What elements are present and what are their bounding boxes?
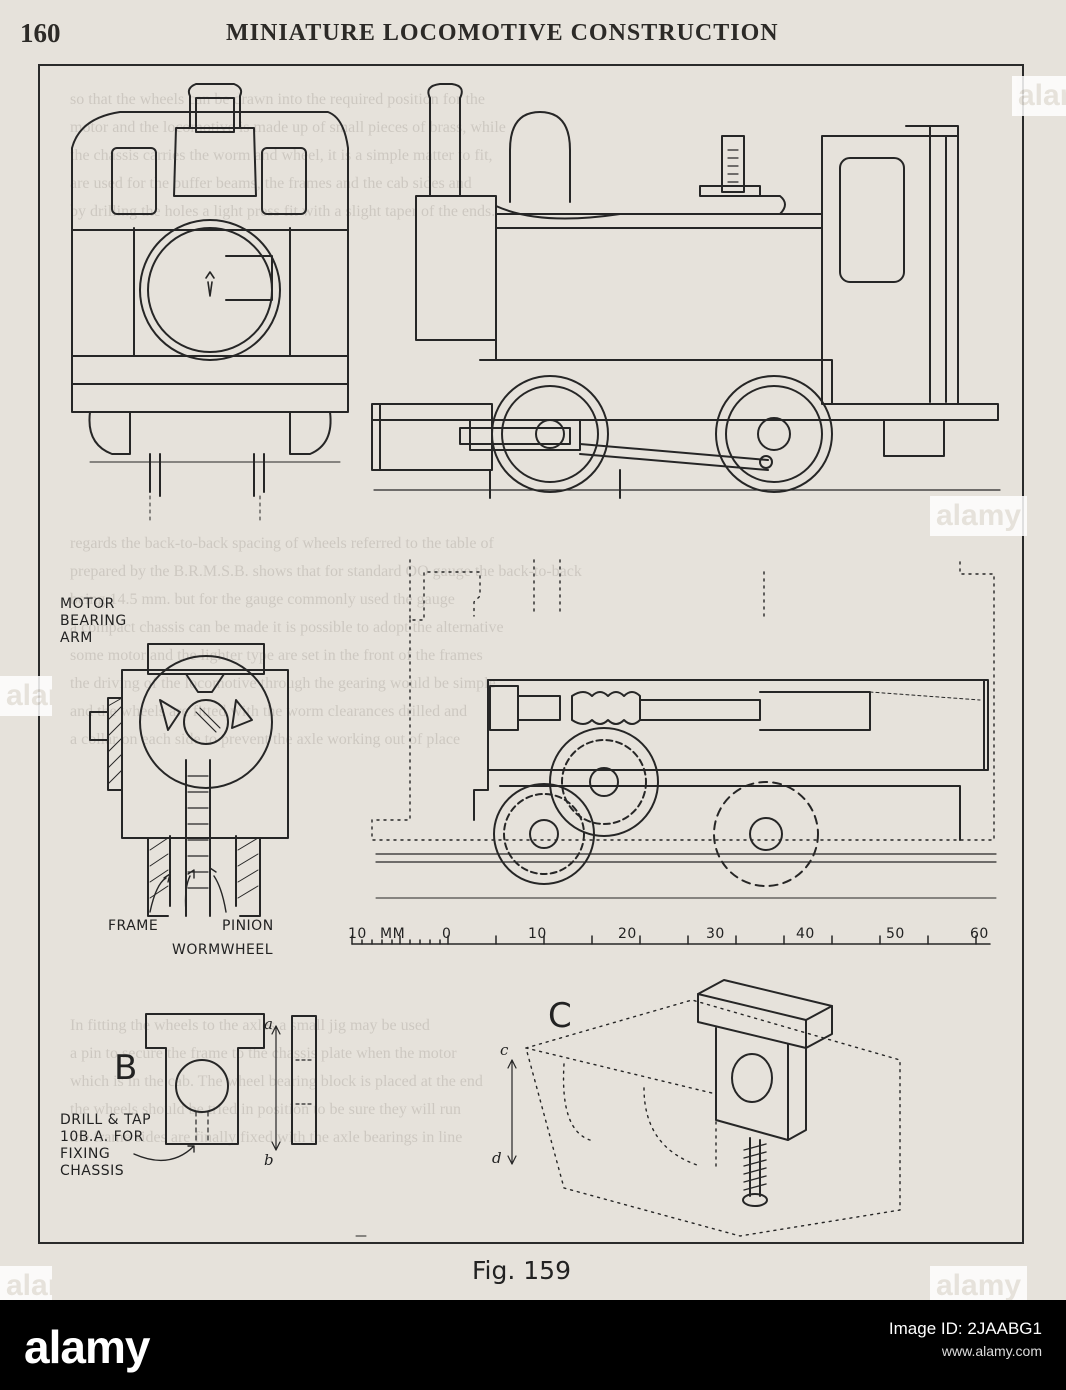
figure-caption: Fig. 159 — [472, 1256, 571, 1285]
watermark: alamy — [930, 1266, 1028, 1300]
scale-tick-20: 20 — [618, 926, 637, 942]
wormwheel-label: WORMWHEEL — [172, 942, 274, 958]
frame-label: FRAME — [108, 918, 159, 934]
scale-bar — [351, 935, 991, 945]
view-b-label: B — [114, 1048, 138, 1088]
view-c-drawing — [507, 979, 901, 1237]
running-title: MINIATURE LOCOMOTIVE CONSTRUCTION — [226, 20, 779, 46]
technical-drawing — [71, 83, 1001, 1237]
pinion-label: PINION — [222, 918, 274, 934]
scale-tick-50: 50 — [886, 926, 905, 942]
stock-footer-bar: alamy Image ID: 2JAABG1 www.alamy.com — [0, 1300, 1066, 1390]
dimension-b: b — [264, 1151, 275, 1169]
scale-tick-30: 30 — [706, 926, 725, 942]
image-info: Image ID: 2JAABG1 www.alamy.com — [889, 1318, 1042, 1362]
scale-unit: MM — [380, 926, 406, 942]
view-c-label: C — [548, 996, 572, 1036]
figure-frame — [38, 64, 1024, 1244]
page-number: 160 — [20, 18, 61, 48]
drill-note: DRILL & TAP 10B.A. FOR FIXING CHASSIS — [60, 1112, 152, 1179]
alamy-logo: alamy — [24, 1321, 150, 1373]
chassis-drawing — [371, 559, 997, 899]
watermark: alamy — [930, 496, 1028, 536]
watermark: alamy — [0, 1266, 52, 1300]
scale-tick-10-neg: 10 — [348, 926, 367, 942]
dimension-d: d — [492, 1149, 503, 1167]
dimension-c: c — [500, 1041, 509, 1059]
book-page: so that the wheels can be drawn into the… — [0, 0, 1066, 1300]
watermark: alamy — [0, 676, 52, 716]
scale-tick-0: 0 — [442, 926, 452, 942]
site-url: www.alamy.com — [941, 1343, 1042, 1359]
view-b-drawing — [133, 1013, 317, 1162]
front-view-drawing — [71, 83, 349, 521]
wormwheel-drawing — [89, 643, 289, 917]
scale-tick-60: 60 — [970, 926, 989, 942]
watermark: alamy — [1012, 76, 1066, 116]
motor-bearing-arm-label: MOTOR BEARING ARM — [60, 596, 127, 646]
image-id: Image ID: 2JAABG1 — [888, 1319, 1042, 1338]
scale-tick-10: 10 — [528, 926, 547, 942]
dimension-a: a — [264, 1015, 274, 1033]
side-view-drawing — [371, 83, 1001, 499]
scale-tick-40: 40 — [796, 926, 815, 942]
